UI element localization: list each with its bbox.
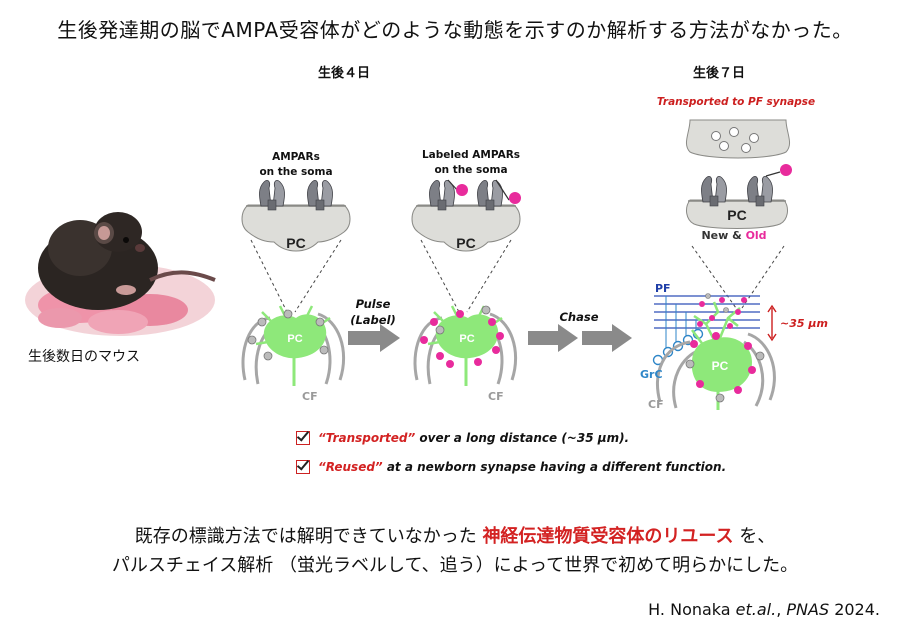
mouse-caption: 生後数日のマウス — [28, 349, 140, 365]
chase-arrow-1 — [528, 324, 578, 352]
distance-label: ~35 μm — [780, 317, 828, 330]
summary-before: 既存の標識方法では解明できていなかった — [134, 526, 483, 547]
pc-label-1: PC — [286, 235, 305, 251]
cf-label-1: CF — [302, 390, 318, 403]
pc-soma-panel-3: PC — [656, 293, 776, 410]
citation-sep: , — [776, 600, 787, 619]
check-item-transported: “Transported” over a long distance (~35 … — [296, 431, 629, 445]
new-label: New — [701, 229, 729, 242]
pulse-label-line2: (Label) — [350, 313, 396, 327]
summary-after: を、 — [733, 526, 776, 547]
summary-line-2: パルスチェイス解析 （蛍光ラベルして、追う）によって世界で初めて明らかにした。 — [111, 555, 799, 576]
pulse-arrow — [348, 324, 400, 352]
soma-pc-label-2: PC — [459, 333, 474, 345]
pc-label-2: PC — [456, 235, 475, 251]
pc-spine-panel-3: PC — [686, 164, 792, 309]
caption-transported: Transported to PF synapse — [656, 96, 816, 108]
caption-ampars-line1: AMPARs — [272, 151, 320, 163]
summary-line-1: 既存の標識方法では解明できていなかった 神経伝達物質受容体のリユース を、 — [0, 522, 910, 548]
citation-etal: et.al. — [735, 600, 777, 619]
pc-label-3: PC — [727, 207, 746, 223]
chase-label: Chase — [559, 310, 599, 324]
citation-authors: H. Nonaka — [648, 600, 736, 619]
citation: H. Nonaka et.al., PNAS 2024. — [648, 600, 880, 619]
checkbox-icon — [296, 431, 310, 445]
amp-label: & — [732, 229, 742, 242]
new-old-legend: New & Old — [690, 229, 778, 242]
check-text-1: over a long distance (~35 μm). — [415, 431, 630, 445]
citation-year: 2024. — [829, 600, 880, 619]
cf-label-2: CF — [488, 390, 504, 403]
mouse-photo — [25, 212, 216, 336]
check-highlight-1: “Transported” — [318, 431, 416, 445]
caption-labeled-line2: on the soma — [434, 164, 508, 176]
checkbox-icon — [296, 460, 310, 474]
soma-pc-label-1: PC — [287, 333, 302, 345]
caption-labeled-ampars: Labeled AMPARs on the soma — [412, 148, 530, 178]
pf-label: PF — [655, 282, 671, 295]
headline: 生後発達期の脳でAMPA受容体がどのような動態を示すのか解析する方法がなかった。 — [57, 18, 853, 42]
pc-soma-panel-1: PC PC — [241, 179, 351, 386]
stage-label-day7: 生後７日 — [693, 66, 746, 81]
distance-marker — [767, 304, 777, 342]
summary-highlight: 神経伝達物質受容体のリユース — [482, 526, 734, 547]
caption-labeled-line1: Labeled AMPARs — [421, 149, 521, 161]
pc-soma-panel-2: PC PC — [411, 179, 521, 386]
check-highlight-2: “Reused” — [318, 460, 383, 474]
citation-journal: PNAS — [786, 600, 830, 619]
caption-ampars-line2: on the soma — [259, 166, 333, 178]
soma-pc-label-3: PC — [712, 359, 729, 373]
stage-label-day4: 生後４日 — [318, 66, 371, 81]
pulse-label-line1: Pulse — [355, 297, 391, 311]
pf-synapse-terminal — [685, 119, 791, 159]
pulse-label: Pulse (Label) — [346, 296, 400, 328]
cf-label-3: CF — [648, 398, 664, 411]
check-text-2: at a newborn synapse having a different … — [382, 460, 727, 474]
caption-ampars: AMPARs on the soma — [246, 150, 346, 180]
grc-label: GrC — [640, 368, 663, 381]
check-item-reused: “Reused” at a newborn synapse having a d… — [296, 460, 726, 474]
chase-arrow-2 — [582, 324, 632, 352]
old-label: Old — [745, 229, 767, 242]
